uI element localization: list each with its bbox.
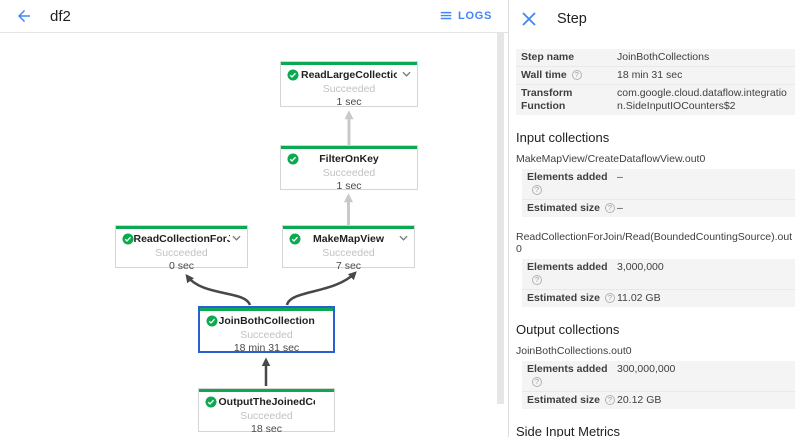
expand-chevron-icon[interactable] [399,235,408,241]
node-title: ReadLargeCollectionFr... [301,69,397,81]
success-check-icon [206,315,218,327]
node-title: FilterOnKey [319,153,379,165]
graph-node-filteronkey[interactable]: FilterOnKey Succeeded 1 sec [280,145,418,192]
success-check-icon [287,69,299,81]
node-status: Succeeded [155,247,208,259]
node-time: 7 sec [335,260,362,272]
node-status: Succeeded [322,167,376,179]
success-check-icon [287,153,299,165]
close-icon[interactable] [521,11,537,27]
graph-vertical-scrollbar[interactable] [497,22,504,404]
expand-chevron-icon[interactable] [402,71,411,77]
collection-name: MakeMapView/CreateDataflowView.out0 [516,153,706,165]
node-status-bar [283,226,414,229]
field-value: JoinBothCollections [617,51,710,63]
job-title: df2 [50,7,71,25]
collection-metrics: Elements added? 3,000,000 Estimated size… [522,259,795,307]
collection-metrics: Elements added? – Estimated size? – [522,169,795,217]
metric-row-elements-added: Elements added? – [522,169,795,200]
output-collections-heading: Output collections [516,322,620,337]
field-row-wall-time: Wall time? 18 min 31 sec [516,67,795,85]
metric-value: – [617,202,623,214]
metric-label: Estimated size? [527,202,617,215]
node-status-bar [200,308,333,311]
pipeline-graph: ReadLargeCollectionFr... Succeeded 1 sec… [0,33,508,437]
graph-edges [185,110,357,386]
help-icon[interactable]: ? [604,394,615,405]
expand-chevron-icon[interactable] [232,235,241,241]
field-row-transform-function: Transform Function com.google.cloud.data… [516,85,795,115]
metric-row-estimated-size: Estimated size? 11.02 GB [522,290,795,307]
metric-row-elements-added: Elements added? 300,000,000 [522,361,795,392]
step-panel-header: Step [509,0,800,38]
field-value: 18 min 31 sec [617,69,683,81]
step-summary-fields: Step name JoinBothCollections Wall time?… [516,49,795,115]
node-status-bar [116,226,247,229]
node-time: 1 sec [336,96,362,108]
metric-value: 11.02 GB [617,292,661,304]
collection-metrics: Elements added? 300,000,000 Estimated si… [522,361,795,409]
metric-label: Elements added? [527,171,608,195]
metric-value: 20.12 GB [617,394,662,406]
help-icon[interactable]: ? [532,184,542,195]
success-check-icon [289,233,301,245]
logs-list-icon [440,11,452,20]
metric-value: – [617,171,623,183]
metric-row-elements-added: Elements added? 3,000,000 [522,259,795,290]
step-details-panel: Step Step name JoinBothCollections Wall … [508,0,800,437]
graph-node-readlargecollection[interactable]: ReadLargeCollectionFr... Succeeded 1 sec [280,61,418,108]
field-label: Transform Function [521,87,573,112]
node-title: MakeMapView [312,233,384,245]
node-status-bar [281,62,417,65]
node-status: Succeeded [322,83,376,95]
collection-name: ReadCollectionForJoin/Read(BoundedCounti… [516,231,793,255]
field-label: Step name [521,51,575,63]
panel-title: Step [557,11,587,27]
logs-button[interactable]: LOGS [437,5,494,27]
help-icon[interactable]: ? [532,274,542,285]
graph-node-outputthejoined[interactable]: OutputTheJoinedCollec... Succeeded 18 se… [198,388,335,435]
field-label: Wall time? [521,69,617,82]
metric-label: Elements added? [527,261,608,285]
graph-node-joinbothcollections[interactable]: JoinBothCollections Succeeded 18 min 31 … [198,306,335,354]
metric-value: 300,000,000 [617,363,676,375]
node-title: OutputTheJoinedCollec... [218,396,315,408]
graph-node-makemapview[interactable]: MakeMapView Succeeded 7 sec [282,225,415,272]
node-title: JoinBothCollections [218,315,315,327]
node-time: 18 sec [251,423,282,435]
metric-row-estimated-size: Estimated size? – [522,200,795,217]
back-arrow-icon[interactable] [14,6,34,26]
field-row-step-name: Step name JoinBothCollections [516,49,795,67]
node-time: 1 sec [336,180,362,192]
node-title: ReadCollectionForJoin [133,233,230,245]
input-collections-heading: Input collections [516,130,610,145]
help-icon[interactable]: ? [532,376,542,387]
success-check-icon [122,233,134,245]
node-status-bar [199,389,334,392]
metric-row-estimated-size: Estimated size? 20.12 GB [522,392,795,409]
help-icon[interactable]: ? [571,69,582,80]
metric-label: Estimated size? [527,292,617,305]
job-topbar: df2 LOGS [0,0,508,33]
job-graph-pane: df2 LOGS [0,0,508,437]
metric-label: Elements added? [527,363,608,387]
node-time: 0 sec [168,260,195,272]
side-input-metrics-heading: Side Input Metrics [516,424,621,437]
help-icon[interactable]: ? [604,292,615,303]
logs-button-label: LOGS [458,10,492,22]
success-check-icon [205,396,217,408]
node-status: Succeeded [240,410,293,422]
help-icon[interactable]: ? [604,202,615,213]
collection-name: JoinBothCollections.out0 [516,345,632,357]
node-time: 18 min 31 sec [233,342,300,354]
metric-label: Estimated size? [527,394,617,407]
node-status: Succeeded [322,247,375,259]
node-status: Succeeded [240,329,293,341]
metric-value: 3,000,000 [617,261,664,273]
field-value: com.google.cloud.dataflow.integration.Si… [617,87,787,112]
graph-node-readcollectionforjoin[interactable]: ReadCollectionForJoin Succeeded 0 sec [115,225,248,272]
node-status-bar [281,146,417,149]
